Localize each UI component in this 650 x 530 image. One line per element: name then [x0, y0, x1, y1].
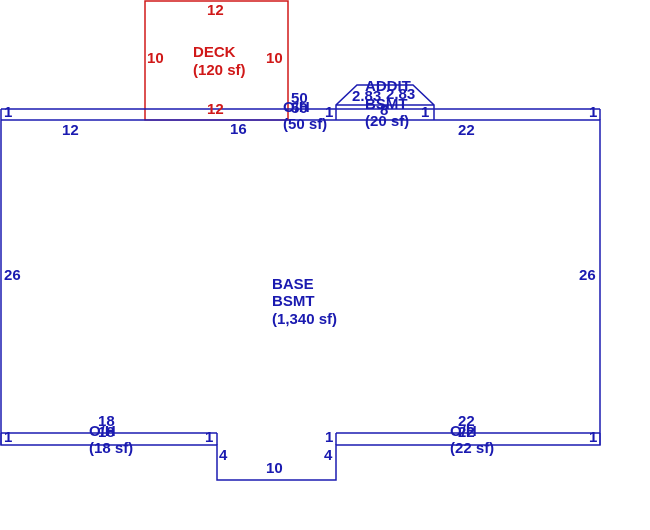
base-name-line2: BSMT — [272, 293, 315, 310]
end-mark-top-right: 1 — [589, 104, 597, 121]
addit-end-right: 1 — [421, 104, 429, 121]
addit-bsmt-outline — [335, 84, 435, 120]
base-dim-bump-bottom: 10 — [266, 460, 283, 477]
oh-left-dim-b: 18 — [98, 424, 115, 441]
deck-dim-right: 10 — [266, 50, 283, 67]
deck-area: (120 sf) — [193, 62, 246, 79]
base-dim-bump-left: 4 — [219, 447, 228, 464]
oh-top-dim-a: 50 — [291, 90, 308, 107]
oh-left-dim-a: 18 — [98, 413, 115, 430]
oh-top-dim-b: 50 — [291, 100, 308, 117]
deck-dim-top: 12 — [207, 2, 224, 19]
oh-right-area: (22 sf) — [450, 440, 494, 457]
oh-top-area: (50 sf) — [283, 116, 327, 133]
addit-dim-a: 2.83 — [352, 88, 381, 105]
end-mark-top-left: 1 — [4, 104, 12, 121]
oh-right-dim-a: 22 — [458, 413, 475, 430]
end-mark-bottom-left: 1 — [4, 429, 12, 446]
addit-dim-c: 8 — [380, 102, 388, 119]
base-dim-bump-right: 4 — [324, 447, 333, 464]
deck-name: DECK — [193, 44, 236, 61]
addit-dim-b: 2.83 — [386, 86, 415, 103]
oh-right-dim-b: 22 — [458, 424, 475, 441]
base-dim-left: 26 — [4, 267, 21, 284]
end-mark-bottom-mid-right: 1 — [325, 429, 333, 446]
addit-end-left: 1 — [325, 104, 333, 121]
base-area: (1,340 sf) — [272, 311, 337, 328]
addit-area: (20 sf) — [365, 113, 409, 130]
oh-left-area: (18 sf) — [89, 440, 133, 457]
base-dim-top-a: 12 — [62, 122, 79, 139]
addit-name-line1: ADDIT — [365, 78, 411, 95]
end-mark-bottom-right: 1 — [589, 429, 597, 446]
deck-dim-bottom: 12 — [207, 101, 224, 118]
oh-right-name: O/H — [450, 423, 477, 440]
end-mark-bottom-mid-left: 1 — [205, 429, 213, 446]
deck-dim-left: 10 — [147, 50, 164, 67]
base-dim-top-c: 22 — [458, 122, 475, 139]
base-outline — [0, 119, 601, 481]
oh-top-name: O/H — [283, 99, 310, 116]
base-dim-right: 26 — [579, 267, 596, 284]
addit-name-line2: BSMT — [365, 96, 408, 113]
base-dim-top-b: 16 — [230, 121, 247, 138]
base-name-line1: BASE — [272, 276, 314, 293]
oh-left-name: O/H — [89, 423, 116, 440]
